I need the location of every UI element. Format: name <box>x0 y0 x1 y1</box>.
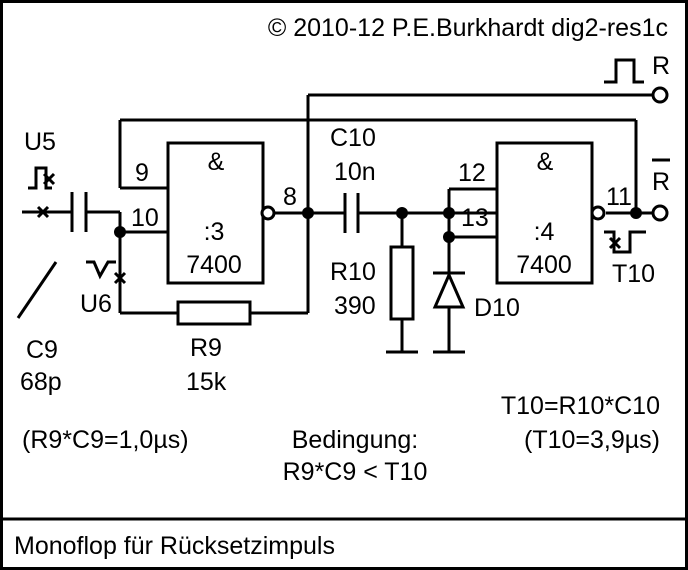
rbar-output-label: R <box>652 168 670 196</box>
c9-name-label: C9 <box>26 336 58 364</box>
gate2-body <box>495 141 594 285</box>
c9-value-label: 68p <box>20 368 62 396</box>
t10-formula: T10=R10*C10 <box>501 392 660 420</box>
rc9-note: (R9*C9=1,0µs) <box>22 426 189 454</box>
u6-spike-icon <box>86 260 116 280</box>
r9-resistor <box>176 300 252 326</box>
d10-label: D10 <box>474 294 520 322</box>
gate1-pin-out: 8 <box>283 183 297 211</box>
r9-name-label: R9 <box>190 334 222 362</box>
r10-name-label: R10 <box>330 258 376 286</box>
gate2-unit: :4 <box>534 218 555 246</box>
r10-value-label: 390 <box>334 292 376 320</box>
r-output-terminal <box>651 86 669 104</box>
gate1-type: 7400 <box>186 251 242 279</box>
wires <box>22 93 652 354</box>
u5-pulse-icon <box>28 166 52 190</box>
gate1-and-symbol: & <box>208 148 225 176</box>
c10-value-label: 10n <box>334 158 376 186</box>
t10-probe-mark <box>608 236 622 250</box>
copyright-text: © 2010-12 P.E.Burkhardt dig2-res1c <box>268 14 668 42</box>
gate1-inverter-bubble <box>260 205 276 221</box>
r10-resistor <box>389 245 415 321</box>
gate2-inverter-bubble <box>590 205 606 221</box>
input-probe-mark <box>36 205 50 219</box>
c9-capacitor <box>70 192 88 232</box>
t10-pulse-icon <box>604 230 646 254</box>
r-pulse-icon <box>604 58 644 84</box>
gate2-type: 7400 <box>516 251 572 279</box>
u6-probe-mark <box>113 271 127 285</box>
condition-text: R9*C9 < T10 <box>283 458 428 486</box>
c9-pointer <box>16 261 58 319</box>
t10-label: T10 <box>612 260 655 288</box>
u6-label: U6 <box>80 290 112 318</box>
gate2-pin-out: 11 <box>606 183 632 211</box>
gate2-and-symbol: & <box>537 148 554 176</box>
gate1-body <box>166 141 265 285</box>
gate1-pin-b: 10 <box>131 204 159 232</box>
gate2-pin-b: 13 <box>461 204 489 232</box>
gate1-unit: :3 <box>204 218 225 246</box>
u5-label: U5 <box>24 128 56 156</box>
c10-name-label: C10 <box>330 124 376 152</box>
condition-title: Bedingung: <box>292 426 419 454</box>
r-output-label: R <box>652 52 670 80</box>
caption-text: Monoflop für Rücksetzimpuls <box>14 532 335 560</box>
junction-dots <box>114 207 642 243</box>
gate2-pin-a: 12 <box>458 159 486 187</box>
u5-probe-mark <box>42 172 56 186</box>
d10-diode <box>432 271 466 309</box>
c10-capacitor <box>343 193 360 233</box>
r9-value-label: 15k <box>186 368 227 396</box>
t10-value-note: (T10=3,9µs) <box>524 426 660 454</box>
gate1-pin-a: 9 <box>135 159 149 187</box>
rbar-output-terminal <box>651 204 669 222</box>
